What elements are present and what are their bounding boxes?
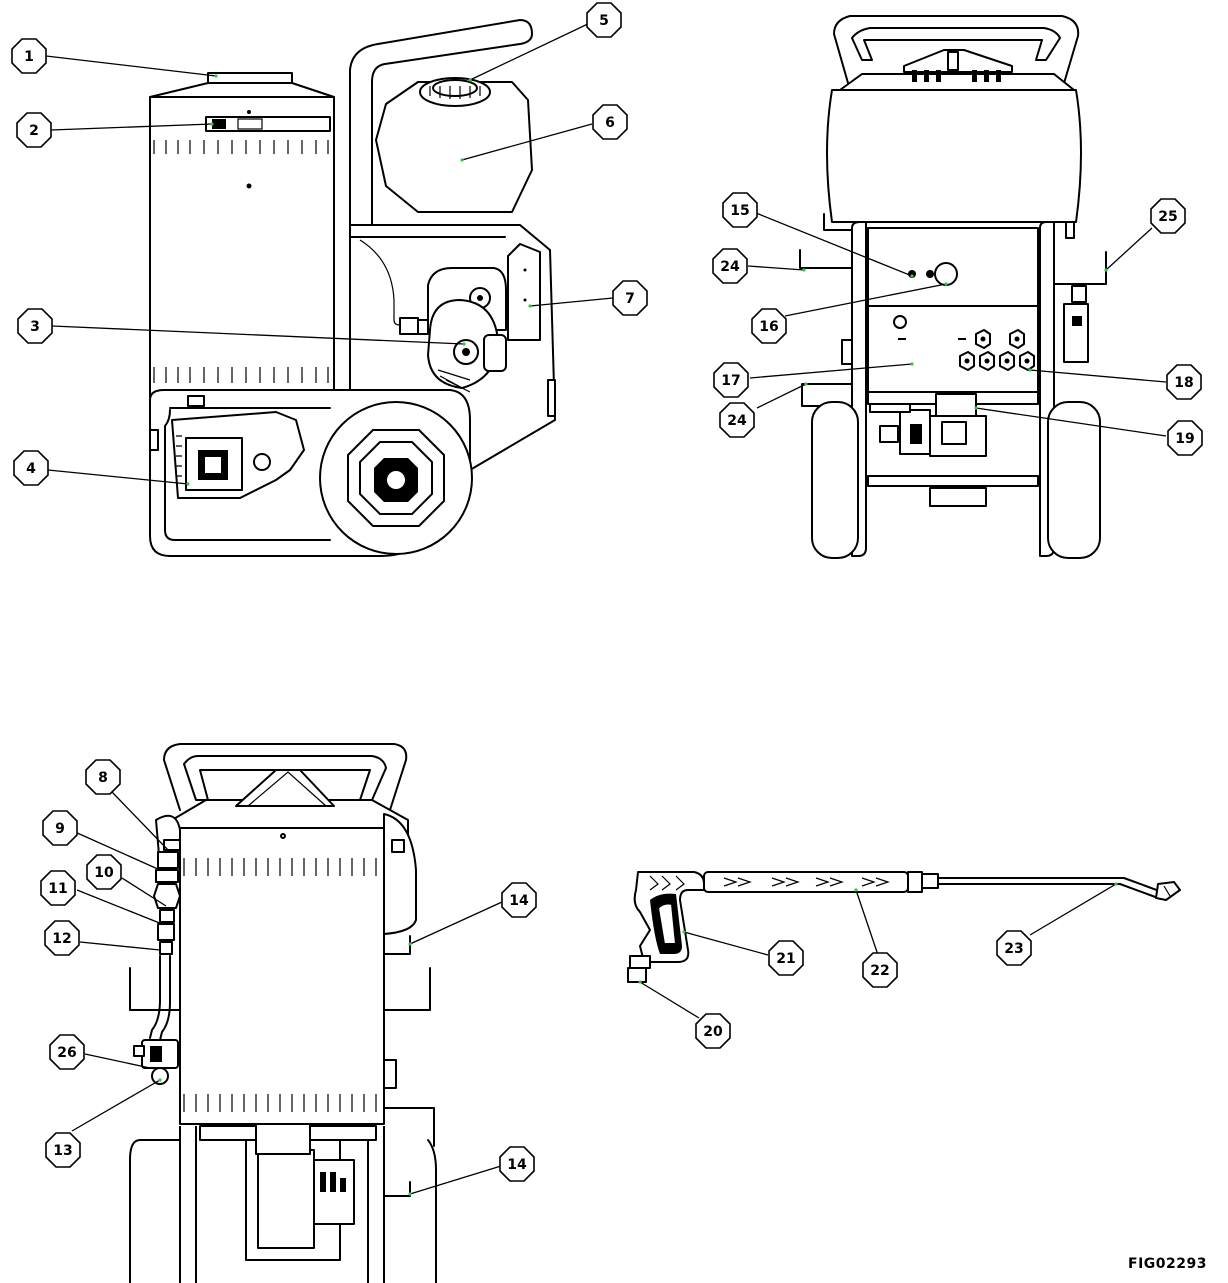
svg-text:15: 15 — [730, 203, 749, 219]
callout-9: 9 — [42, 810, 78, 846]
svg-text:25: 25 — [1158, 209, 1177, 225]
side-view — [149, 19, 556, 557]
svg-text:23: 23 — [1004, 941, 1023, 957]
callout-25: 25 — [1150, 198, 1186, 234]
callout-10: 10 — [86, 854, 122, 890]
svg-text:3: 3 — [30, 319, 40, 335]
svg-text:18: 18 — [1174, 375, 1193, 391]
callout-17: 17 — [713, 362, 749, 398]
svg-text:4: 4 — [26, 461, 36, 477]
callout-12: 12 — [44, 920, 80, 956]
callout-21: 21 — [768, 940, 804, 976]
callout-20: 20 — [695, 1013, 731, 1049]
leader-dots — [158, 74, 1118, 1196]
callout-22: 22 — [862, 952, 898, 988]
callout-8: 8 — [85, 759, 121, 795]
rear-view — [129, 743, 437, 1283]
svg-text:14: 14 — [509, 893, 529, 909]
callout-4: 4 — [13, 450, 49, 486]
callout-5: 5 — [586, 2, 622, 38]
svg-text:2: 2 — [29, 123, 39, 139]
callout-6: 6 — [592, 104, 628, 140]
svg-text:22: 22 — [870, 963, 889, 979]
svg-text:24: 24 — [727, 413, 747, 429]
callout-24-lower: 24 — [719, 402, 755, 438]
svg-text:10: 10 — [94, 865, 114, 881]
svg-text:11: 11 — [48, 881, 67, 897]
callout-15: 15 — [722, 192, 758, 228]
svg-text:1: 1 — [24, 49, 34, 65]
svg-text:26: 26 — [57, 1045, 76, 1061]
svg-text:8: 8 — [98, 770, 108, 786]
callout-2: 2 — [16, 112, 52, 148]
callout-14-lower: 14 — [499, 1146, 535, 1182]
svg-text:17: 17 — [721, 373, 740, 389]
callout-23: 23 — [996, 930, 1032, 966]
front-view — [799, 15, 1107, 559]
svg-text:24: 24 — [720, 259, 740, 275]
callout-7: 7 — [612, 280, 648, 316]
svg-text:20: 20 — [703, 1024, 723, 1040]
svg-text:5: 5 — [599, 13, 609, 29]
callout-26: 26 — [49, 1034, 85, 1070]
svg-text:6: 6 — [605, 115, 615, 131]
svg-text:7: 7 — [625, 291, 635, 307]
callout-14-upper: 14 — [501, 882, 537, 918]
callout-1: 1 — [11, 38, 47, 74]
figure-label: FIG02293 — [1128, 1256, 1207, 1272]
callout-13: 13 — [45, 1132, 81, 1168]
spray-wand-view — [627, 871, 1181, 983]
leader-lines — [45, 21, 1167, 1195]
svg-text:16: 16 — [759, 319, 778, 335]
svg-text:21: 21 — [776, 951, 795, 967]
svg-text:19: 19 — [1175, 431, 1194, 447]
callout-3: 3 — [17, 308, 53, 344]
svg-text:13: 13 — [53, 1143, 72, 1159]
callout-18: 18 — [1166, 364, 1202, 400]
callout-24-upper: 24 — [712, 248, 748, 284]
callout-19: 19 — [1167, 420, 1203, 456]
svg-text:12: 12 — [52, 931, 71, 947]
callout-11: 11 — [40, 870, 76, 906]
callout-16: 16 — [751, 308, 787, 344]
svg-text:9: 9 — [55, 821, 65, 837]
svg-text:14: 14 — [507, 1157, 527, 1173]
